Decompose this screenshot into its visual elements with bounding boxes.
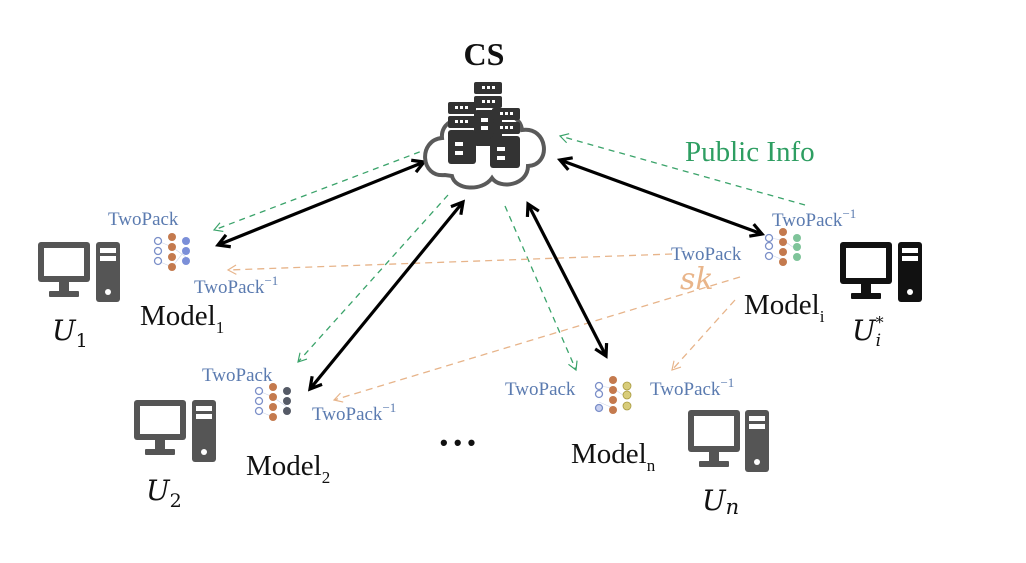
public-info-arrow-to-model1: [212, 147, 431, 233]
user-label: U*i: [852, 313, 884, 351]
computer-icon: [688, 410, 769, 472]
model-label: Modeli: [744, 289, 825, 326]
public-info-arrow-from-modeli: [558, 133, 806, 206]
neural-net-icon: [764, 228, 801, 266]
neural-net-icon: [594, 376, 632, 414]
exchange-arrow-model2: [307, 199, 466, 392]
neural-net-icon: [153, 233, 190, 271]
client-ui: TwoPack−1 TwoPack Modeli U*i: [671, 206, 922, 351]
server-rack-icon: [448, 82, 520, 168]
exchange-arrow-modeli: [556, 156, 766, 238]
exchange-arrow-modeln: [525, 201, 609, 359]
sk-arrow-to-modeln: [671, 299, 736, 371]
sk-arrow-to-model1: [226, 253, 673, 275]
twopack-inverse-label: TwoPack−1: [772, 206, 856, 231]
client-u2: TwoPack TwoPack−1 Model2 U2: [134, 365, 396, 512]
model-exchange-arrows: [215, 156, 766, 392]
user-label: U1: [52, 314, 88, 352]
model-label: Model1: [140, 300, 224, 337]
model-label: Modeln: [571, 438, 656, 475]
model-label: Model2: [246, 450, 330, 487]
secret-key-label: sk: [680, 262, 714, 297]
twopack-inverse-label: TwoPack−1: [194, 273, 278, 298]
twopack-label: TwoPack: [202, 365, 273, 386]
user-label: Un: [702, 484, 739, 519]
user-label: U2: [146, 474, 182, 512]
central-server: CS: [423, 36, 546, 190]
twopack-inverse-label: TwoPack−1: [312, 400, 396, 425]
twopack-label: TwoPack: [505, 379, 576, 400]
computer-icon: [134, 400, 216, 462]
public-info-label: Public Info: [685, 136, 815, 168]
ellipsis: • • •: [440, 430, 475, 455]
twopack-label: TwoPack: [108, 209, 179, 230]
client-u1: TwoPack TwoPack−1 Model1 U1: [38, 209, 278, 352]
exchange-arrow-model1: [215, 158, 427, 249]
neural-net-icon: [254, 383, 291, 421]
client-un: TwoPack TwoPack−1 Modeln Un: [505, 375, 769, 519]
computer-icon: [840, 242, 922, 302]
public-info-arrow-to-model2: [297, 194, 449, 363]
twopack-label: TwoPack: [671, 244, 742, 265]
twopack-inverse-label: TwoPack−1: [650, 375, 734, 400]
central-server-label: CS: [464, 36, 505, 72]
computer-icon: [38, 242, 120, 302]
